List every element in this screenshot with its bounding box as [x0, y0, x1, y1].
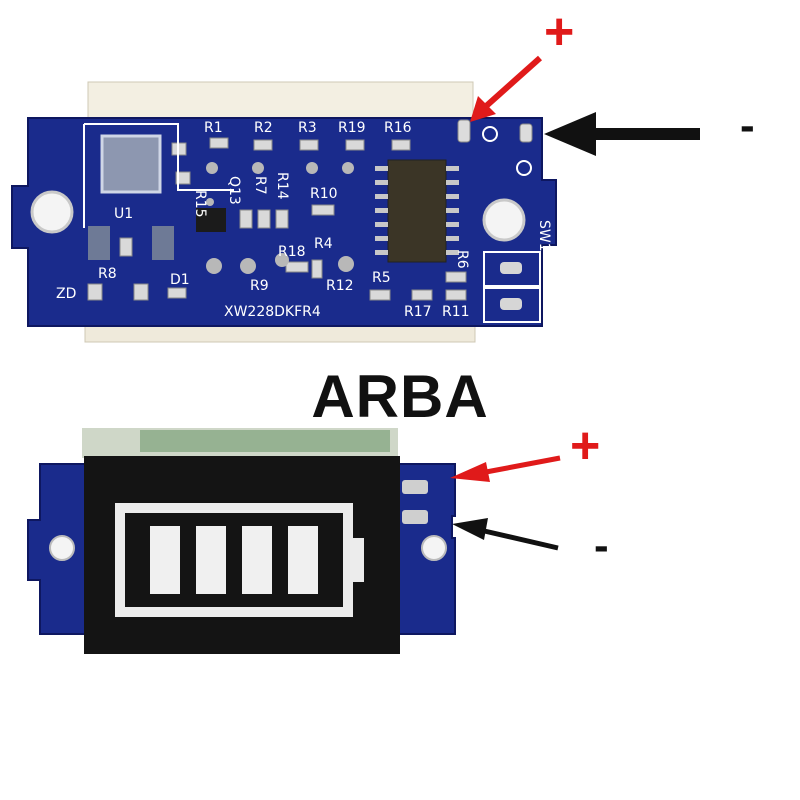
- sw1-pad-bottom: [500, 298, 522, 310]
- plus-arrow-top-head: [470, 96, 496, 122]
- label-q13: Q13: [226, 176, 242, 205]
- label-r8: R8: [98, 266, 117, 282]
- label-r9: R9: [250, 278, 269, 294]
- label-u1: U1: [114, 206, 133, 222]
- plus-arrow-bottom-head: [450, 462, 490, 482]
- battery-bar: [288, 526, 318, 594]
- plus-arrow-top-shaft: [482, 55, 542, 111]
- label-r14: R14: [274, 172, 290, 200]
- front-terminal-plus: [402, 480, 428, 494]
- plus-arrow-bottom-shaft: [485, 455, 561, 475]
- minus-sign-bottom: -: [594, 521, 609, 570]
- label-r18: R18: [278, 244, 306, 260]
- label-r11: R11: [442, 304, 470, 320]
- label-r12: R12: [326, 278, 354, 294]
- battery-bars: [150, 526, 318, 594]
- minus-arrow-top-head: [544, 112, 596, 156]
- sw1-pad-top: [500, 262, 522, 274]
- chip-ic: [387, 159, 447, 263]
- minus-sign-top: -: [740, 101, 755, 150]
- minus-arrow-bottom-head: [452, 518, 488, 540]
- battery-tip: [348, 538, 364, 582]
- label-r1: R1: [204, 120, 223, 136]
- pad-r8: [152, 226, 174, 260]
- plus-symbol-circle: [482, 126, 498, 142]
- label-r4: R4: [314, 236, 333, 252]
- label-model: XW228DKFR4: [224, 304, 321, 320]
- solder-pads: [206, 162, 354, 274]
- page-title: ARBA: [311, 363, 489, 430]
- chip-u1: [100, 134, 162, 194]
- terminal-plus: [457, 119, 471, 143]
- mount-hole-left: [30, 190, 74, 234]
- display-top-film: [140, 430, 390, 452]
- silkscreen-outline: [83, 123, 234, 228]
- label-r5: R5: [372, 270, 391, 286]
- housing-top: [87, 81, 474, 123]
- minus-arrow-bottom-shaft: [479, 527, 559, 551]
- plus-sign-top: +: [544, 3, 575, 61]
- mount-hole-right: [482, 198, 526, 242]
- label-r17: R17: [404, 304, 432, 320]
- terminal-minus: [519, 123, 533, 143]
- ic-pins: [375, 166, 459, 255]
- label-d1: D1: [170, 272, 190, 288]
- front-terminal-minus: [402, 510, 428, 524]
- front-hole-left: [49, 535, 75, 561]
- pad-zd: [88, 226, 110, 260]
- label-zd: ZD: [56, 286, 76, 302]
- battery-bar: [196, 526, 226, 594]
- label-r15: R15: [192, 190, 208, 218]
- label-r16: R16: [384, 120, 412, 136]
- plus-sign-bottom: +: [570, 417, 601, 475]
- battery-bar: [242, 526, 272, 594]
- label-sw1: SW1: [536, 220, 552, 252]
- label-r7: R7: [252, 176, 268, 195]
- battery-bar: [150, 526, 180, 594]
- label-r19: R19: [338, 120, 366, 136]
- minus-symbol-circle: [516, 160, 532, 176]
- pcb-back-view: U1 R1 R2 R3 R19 R16 R15 Q13 R7 R14 R10 R…: [11, 55, 700, 343]
- front-hole-right: [421, 535, 447, 561]
- module-front-view: [27, 428, 561, 654]
- label-r6: R6: [454, 250, 470, 269]
- transistor-q13: [196, 208, 226, 232]
- label-r10: R10: [310, 186, 338, 202]
- label-r2: R2: [254, 120, 273, 136]
- label-r3: R3: [298, 120, 317, 136]
